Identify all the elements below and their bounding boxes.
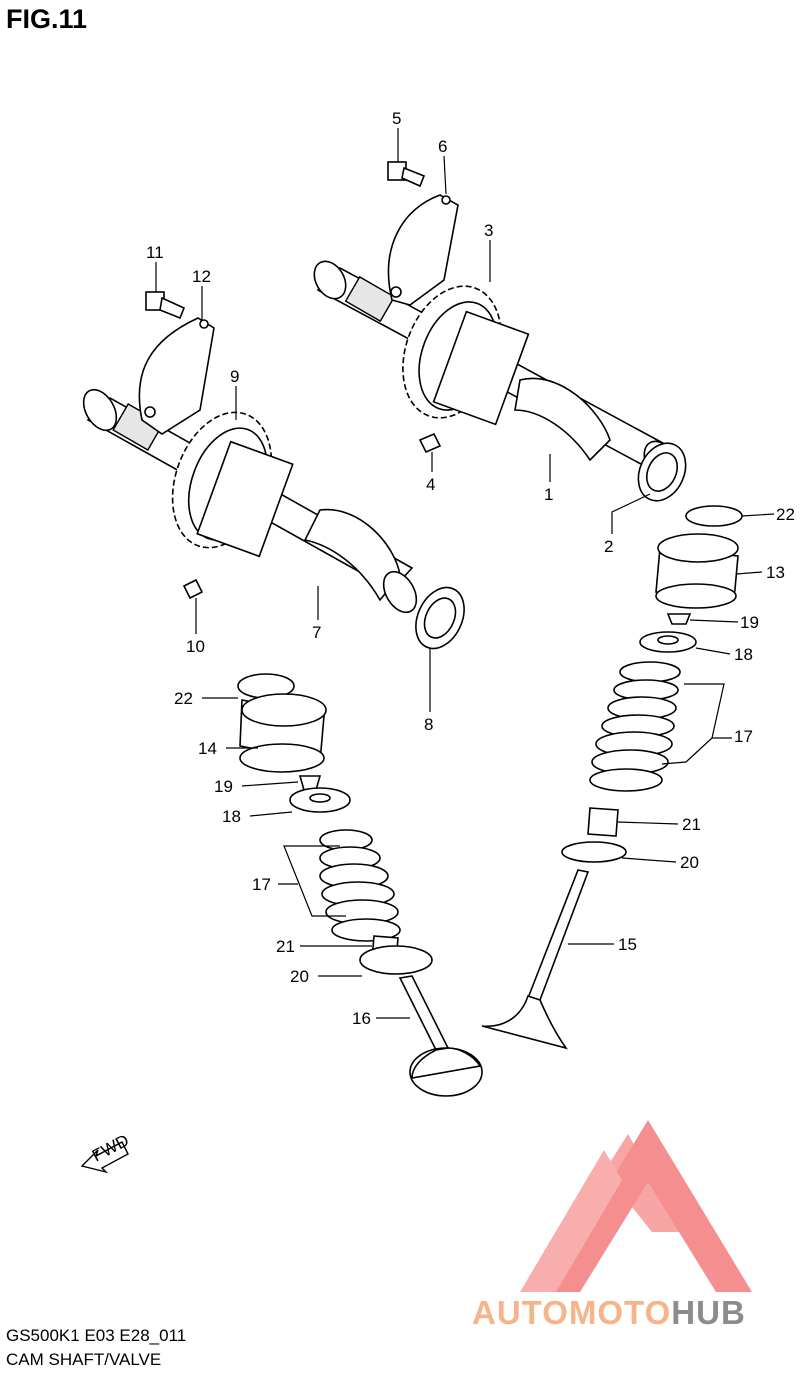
- callout-9: 9: [230, 367, 239, 386]
- tappet-14: [239, 693, 327, 773]
- spring-17-right: [589, 661, 681, 792]
- cotter-19-right: [666, 613, 692, 625]
- seat-20-right: [561, 841, 627, 863]
- footer-section: CAM SHAFT/VALVE: [6, 1350, 162, 1369]
- callout-16: 16: [352, 1009, 371, 1028]
- spring-17-left: [319, 829, 401, 942]
- callout-10: 10: [186, 637, 205, 656]
- cam-sprocket-exhaust: [402, 285, 530, 426]
- cam-chain-guide-exhaust: [387, 194, 459, 306]
- valve-15: [481, 869, 590, 1050]
- callout-3: 3: [484, 221, 493, 240]
- seal-21-right: [587, 807, 619, 837]
- bolt-11: [145, 291, 186, 320]
- callout-22-left: 22: [174, 689, 193, 708]
- callout-20-right: 20: [680, 853, 699, 872]
- callout-5: 5: [392, 109, 401, 128]
- callout-17-right: 17: [734, 727, 753, 746]
- watermark-logo: [520, 1120, 752, 1292]
- callout-8: 8: [424, 715, 433, 734]
- watermark-brand: AUTOMOTOHUB: [472, 1294, 746, 1332]
- retainer-18-left: [289, 787, 351, 813]
- dowel-pin-4: [418, 432, 442, 454]
- callout-21-right: 21: [682, 815, 701, 834]
- footer-code: GS500K1 E03 E28_011: [6, 1326, 187, 1345]
- callout-2: 2: [604, 537, 613, 556]
- callout-12: 12: [192, 267, 211, 286]
- callout-19-right: 19: [740, 613, 759, 632]
- seat-20-left: [359, 945, 433, 975]
- figure-title: FIG.11: [6, 4, 88, 34]
- cam-chain-guide-intake: [138, 317, 215, 435]
- oil-seal-8: [415, 586, 465, 650]
- callout-22-right: 22: [776, 505, 795, 524]
- callout-18-right: 18: [734, 645, 753, 664]
- callout-19-left: 19: [214, 777, 233, 796]
- callout-4: 4: [426, 475, 435, 494]
- cam-sprocket-intake: [171, 411, 294, 558]
- watermark-brand-part-a: AUTOMOTO: [472, 1294, 672, 1331]
- callout-17-left: 17: [252, 875, 271, 894]
- tappet-13: [655, 533, 739, 609]
- bolt-5: [387, 161, 426, 188]
- fwd-arrow-icon: FWD: [80, 1131, 132, 1174]
- callout-21-left: 21: [276, 937, 295, 956]
- callout-6: 6: [438, 137, 447, 156]
- shim-22-right: [685, 505, 743, 527]
- callout-labels: 5 6 3 4 1 2 11 12 9 10 7 8 22 13 19 18 1…: [146, 109, 795, 1028]
- callout-1: 1: [544, 485, 553, 504]
- dowel-pin-10: [182, 578, 204, 600]
- leader-lines: [155, 128, 775, 1019]
- callout-14: 14: [198, 739, 217, 758]
- callout-20-left: 20: [290, 967, 309, 986]
- oil-seal-2: [637, 442, 687, 502]
- valve-16: [398, 975, 483, 1097]
- callout-18-left: 18: [222, 807, 241, 826]
- callout-13: 13: [766, 563, 785, 582]
- callout-7: 7: [312, 623, 321, 642]
- callout-15: 15: [618, 935, 637, 954]
- watermark-brand-part-b: HUB: [671, 1294, 746, 1331]
- callout-11: 11: [146, 243, 164, 262]
- retainer-18-right: [639, 631, 697, 653]
